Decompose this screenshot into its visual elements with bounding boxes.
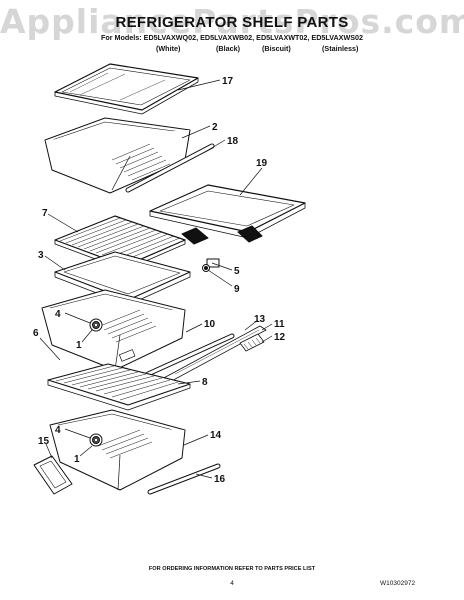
finish-biscuit: (Biscuit) (262, 44, 291, 53)
models-line: For Models: ED5LVAXWQ02, ED5LVAXWB02, ED… (100, 33, 364, 42)
lower-crisper-drawer (49, 409, 186, 491)
lower-drawer-rail (147, 463, 221, 495)
callout-18: 18 (227, 136, 239, 147)
lower-glass-shelf (47, 363, 191, 411)
drawer-label-card (33, 455, 73, 495)
callout-9: 9 (234, 284, 240, 295)
shelf-bracket (202, 258, 220, 272)
callout-4-upper: 4 (55, 309, 61, 320)
middle-crisper-drawer (41, 289, 186, 371)
callout-10: 10 (204, 319, 216, 330)
callout-6: 6 (33, 328, 39, 339)
callout-14: 14 (210, 430, 222, 441)
callout-3: 3 (38, 250, 44, 261)
callout-17: 17 (222, 76, 234, 87)
finish-stainless: (Stainless) (322, 44, 359, 53)
page-title: REFRIGERATOR SHELF PARTS (115, 14, 349, 31)
callout-1-lower: 1 (74, 454, 80, 465)
callout-19: 19 (256, 158, 268, 169)
finish-black: (Black) (216, 44, 240, 53)
humidity-knob-upper (89, 318, 103, 332)
ordering-note: FOR ORDERING INFORMATION REFER TO PARTS … (148, 566, 316, 572)
callout-labels: 17 2 18 19 7 3 5 9 4 1 10 13 11 12 6 8 4… (33, 76, 286, 485)
page-number: 4 (230, 580, 234, 587)
callout-15: 15 (38, 436, 50, 447)
top-glass-shelf (54, 63, 199, 115)
humidity-knob-lower (89, 433, 103, 447)
callout-4-lower: 4 (55, 425, 61, 436)
callout-1-upper: 1 (76, 340, 82, 351)
shelf-frame (149, 184, 306, 245)
callout-13: 13 (254, 314, 266, 325)
callout-12: 12 (274, 332, 286, 343)
callout-16: 16 (214, 474, 226, 485)
callout-2: 2 (212, 122, 218, 133)
upper-crisper-drawer (44, 117, 191, 194)
middle-drawer-rail (145, 333, 235, 377)
callout-11: 11 (274, 319, 285, 330)
watermark: AppliancePartsPros.com (0, 2, 464, 41)
callout-7: 7 (42, 208, 48, 219)
rail-clip (239, 333, 265, 352)
upper-drawer-rail (125, 143, 215, 193)
callout-8: 8 (202, 377, 208, 388)
leader-lines (39, 79, 273, 479)
document-number: W10302972 (380, 580, 416, 587)
callout-5: 5 (234, 266, 240, 277)
finish-white: (White) (156, 44, 181, 53)
glass-shelf-panel (54, 215, 186, 271)
